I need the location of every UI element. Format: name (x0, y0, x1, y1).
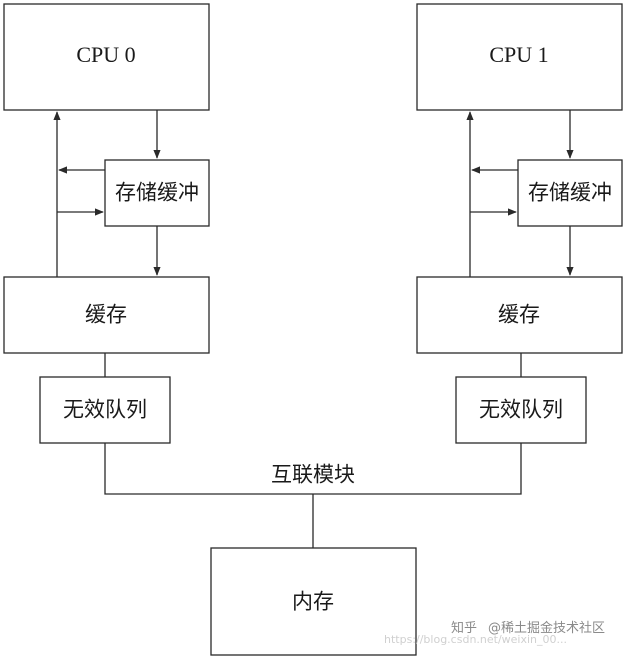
right-cpu-group: CPU 1 存储缓冲 缓存 无效队列 (416, 3, 623, 444)
watermark-zhihu: 知乎 (451, 620, 477, 636)
right-cache-label: 缓存 (498, 303, 540, 327)
watermark-author: @稀土掘金技术社区 (488, 620, 605, 636)
memory-label: 内存 (292, 590, 334, 614)
interconnect-group: 互联模块 内存 (104, 443, 522, 656)
left-store-buffer-box (104, 159, 210, 227)
right-store-buffer-box (517, 159, 623, 227)
right-invalidate-queue-label: 无效队列 (479, 398, 563, 422)
interconnect-label: 互联模块 (271, 463, 355, 487)
left-invalidate-queue-label: 无效队列 (63, 398, 147, 422)
left-cache-label: 缓存 (85, 303, 127, 327)
left-invalidate-queue-box (39, 376, 171, 444)
right-store-buffer-label: 存储缓冲 (528, 181, 612, 205)
cpu1-label: CPU 1 (489, 42, 548, 67)
cpu0-label: CPU 0 (76, 42, 135, 67)
left-cache-box (3, 276, 210, 354)
cpu0-box (3, 3, 210, 111)
right-cache-box (416, 276, 623, 354)
right-invalidate-queue-box (455, 376, 587, 444)
left-store-buffer-label: 存储缓冲 (115, 181, 199, 205)
watermark-url: https://blog.csdn.net/weixin_00... (384, 633, 567, 646)
cpu1-box (416, 3, 623, 111)
watermark: https://blog.csdn.net/weixin_00... 知乎 @稀… (384, 620, 605, 646)
memory-box (210, 547, 417, 656)
left-cpu-group: CPU 0 存储缓冲 缓存 无效队列 (3, 3, 210, 444)
